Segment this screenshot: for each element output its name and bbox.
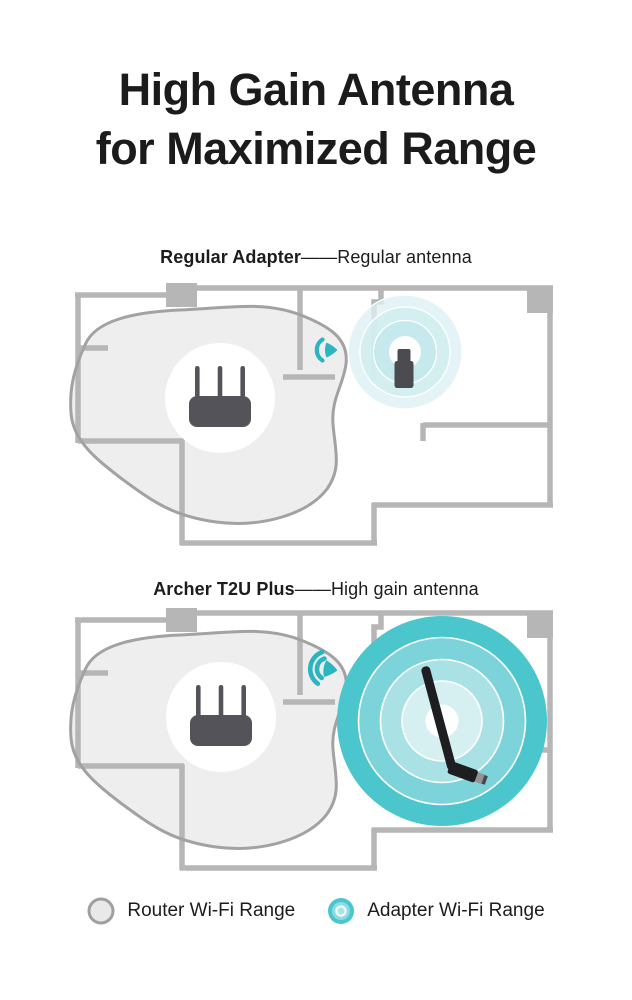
wifi-signal-icon	[307, 649, 339, 687]
legend-item-adapter-range: Adapter Wi-Fi Range	[327, 897, 545, 925]
diagram-1-label: Regular Adapter——Regular antenna	[0, 247, 632, 268]
label-separator: ——	[301, 247, 338, 267]
page-title: High Gain Antenna for Maximized Range	[0, 60, 632, 178]
legend-item-router-range: Router Wi-Fi Range	[87, 897, 295, 925]
usb-adapter-icon	[394, 349, 414, 388]
antenna-type: Regular antenna	[337, 247, 472, 267]
adapter-range-swatch	[328, 898, 355, 924]
legend: Router Wi-Fi Range Adapter Wi-Fi Range	[0, 897, 632, 925]
title-line-2: for Maximized Range	[95, 123, 537, 174]
diagram-archer-t2u-plus	[69, 603, 632, 878]
diagram-regular-adapter	[69, 278, 632, 553]
legend-label: Adapter Wi-Fi Range	[367, 900, 545, 921]
device-name: Archer T2U Plus	[153, 579, 295, 599]
wifi-signal-icon	[314, 337, 338, 363]
high-gain-adapter-icon	[421, 666, 488, 785]
device-name: Regular Adapter	[160, 247, 302, 267]
router-icon	[166, 662, 276, 772]
diagram-2-label: Archer T2U Plus——High gain antenna	[0, 579, 632, 600]
router-icon	[165, 343, 275, 453]
label-separator: ——	[294, 579, 331, 599]
antenna-type: High gain antenna	[330, 579, 479, 599]
title-line-1: High Gain Antenna	[118, 64, 514, 115]
router-range-swatch	[87, 897, 115, 925]
legend-label: Router Wi-Fi Range	[127, 900, 296, 921]
